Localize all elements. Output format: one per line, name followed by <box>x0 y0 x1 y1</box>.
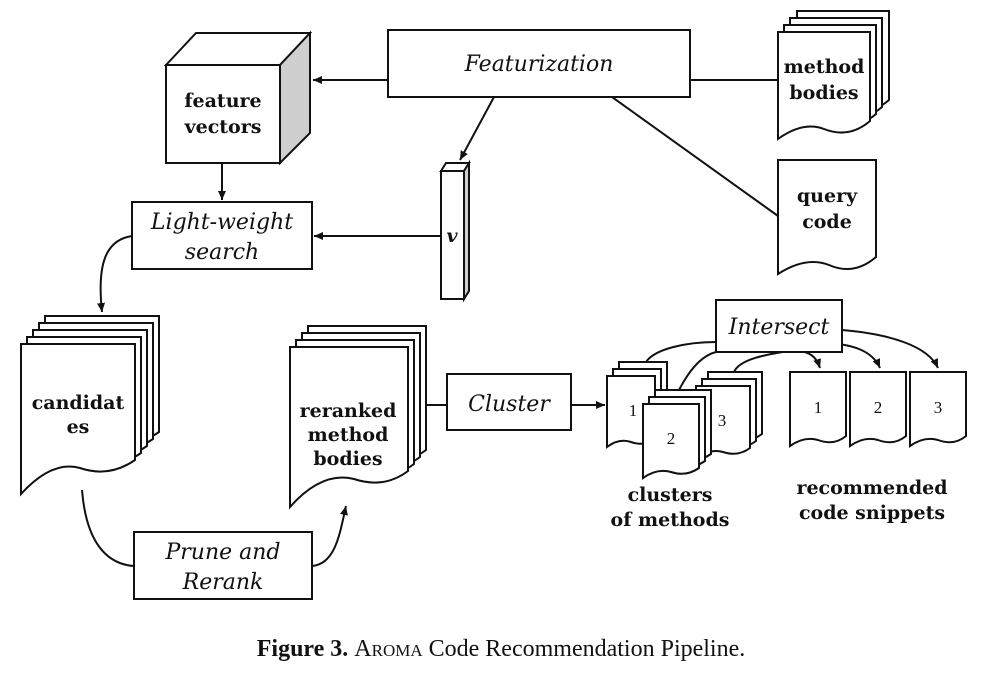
feature-vectors-cube: feature vectors <box>163 30 313 166</box>
reranked-label-line1: reranked <box>300 400 397 422</box>
method-bodies-label-line2: bodies <box>789 82 858 104</box>
line-cluster1-to-intersect <box>643 341 717 367</box>
caption-figure-label: Figure 3. <box>256 636 349 662</box>
reranked-method-bodies-stack: reranked method bodies <box>289 325 427 510</box>
feature-vectors-label-line2: vectors <box>184 116 262 138</box>
light-weight-search-node: Light-weight search <box>131 201 313 270</box>
line-query-code-to-featurization <box>611 96 779 217</box>
cluster-2-number: 2 <box>667 429 676 448</box>
light-weight-search-label-line2: search <box>185 240 259 265</box>
line-candidates-to-prune <box>81 489 135 567</box>
cluster-group-3: 3 <box>695 371 763 463</box>
candidates-label-line1: candidat <box>32 392 125 414</box>
reranked-label-line2: method <box>308 424 389 446</box>
intersect-node: Intersect <box>715 299 843 353</box>
clusters-of-methods-label-line2: of methods <box>611 509 730 531</box>
snippet-2-document: 2 <box>849 371 907 448</box>
light-weight-search-label-line1: Light-weight <box>150 210 293 235</box>
snippet-1-number: 1 <box>814 398 823 417</box>
reranked-label-line3: bodies <box>313 448 382 470</box>
query-code-document: query code <box>777 159 877 276</box>
featurization-label: Featurization <box>464 52 614 77</box>
clusters-of-methods-label-line1: clusters <box>628 484 713 506</box>
candidates-label-line2: es <box>67 416 90 438</box>
caption-system-name: Aroma <box>354 636 423 662</box>
prune-rerank-node: Prune and Rerank <box>133 531 313 600</box>
line-cluster2-to-intersect <box>677 351 717 393</box>
arrow-prune-to-reranked <box>311 505 348 567</box>
prune-rerank-label-line2: Rerank <box>182 570 264 595</box>
candidates-stack: candidat es <box>20 315 160 497</box>
cluster-group-2: 2 <box>642 389 712 480</box>
recommended-snippets-label-line2: code snippets <box>799 502 945 524</box>
caption-text: Code Recommendation Pipeline. <box>428 636 746 662</box>
query-code-label-line1: query <box>797 185 858 207</box>
query-code-label-line2: code <box>802 211 852 233</box>
recommended-snippets-label-line1: recommended <box>796 477 947 499</box>
intersect-label: Intersect <box>728 315 830 340</box>
snippet-3-number: 3 <box>934 398 943 417</box>
line-cluster3-to-intersect <box>733 349 796 373</box>
arrow-featurization-to-vector <box>459 96 495 161</box>
prune-rerank-label-line1: Prune and <box>164 540 280 565</box>
cluster-3-number: 3 <box>718 411 727 430</box>
snippet-1-document: 1 <box>789 371 847 448</box>
arrow-search-to-candidates <box>97 235 133 313</box>
method-bodies-stack: method bodies <box>777 10 890 141</box>
vector-label: v <box>446 225 458 247</box>
figure-caption: Figure 3. Aroma Code Recommendation Pipe… <box>0 636 1002 663</box>
cluster-label: Cluster <box>468 392 551 417</box>
feature-vectors-label-line1: feature <box>184 90 261 112</box>
snippet-3-document: 3 <box>909 371 967 448</box>
arrow-intersect-to-snippet-3 <box>841 329 939 369</box>
cluster-node: Cluster <box>446 373 572 431</box>
method-bodies-label-line1: method <box>784 56 865 78</box>
snippet-2-number: 2 <box>874 398 883 417</box>
query-vector-bar: v <box>439 159 471 303</box>
featurization-node: Featurization <box>387 29 691 98</box>
cluster-1-number: 1 <box>629 401 638 420</box>
